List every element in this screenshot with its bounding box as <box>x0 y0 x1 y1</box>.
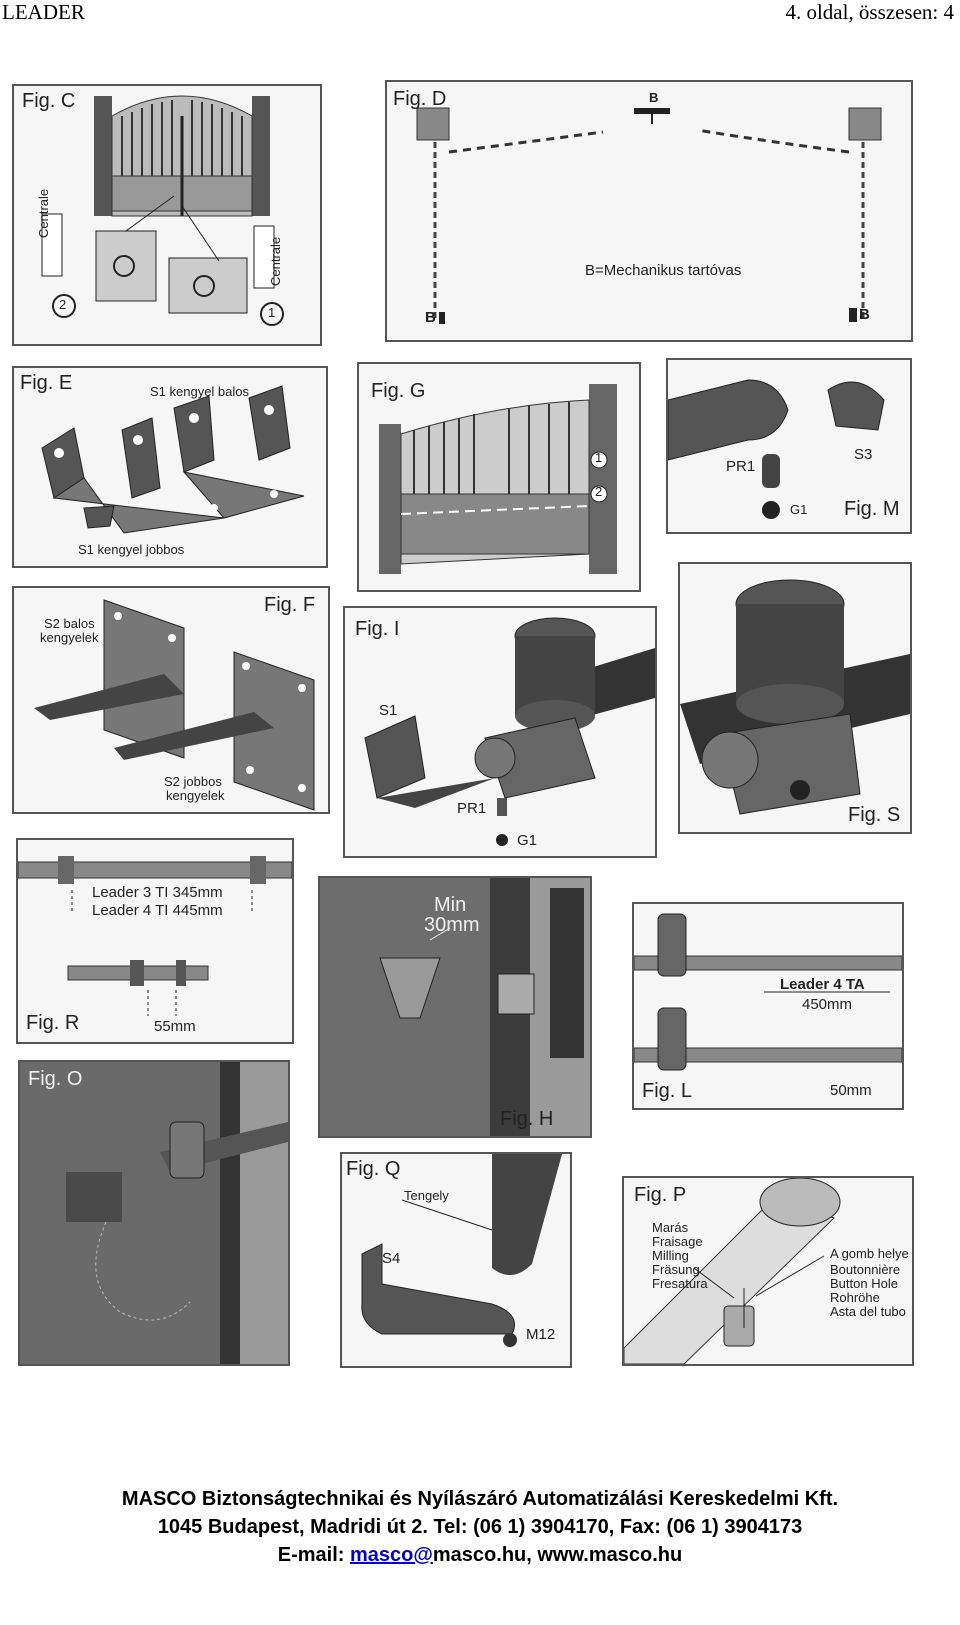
fig-q-panel: Fig. Q Tengely S4 M12 <box>340 1152 572 1368</box>
footer-address: 1045 Budapest, Madridi út 2. Tel: (06 1)… <box>157 1516 803 1538</box>
fig-d-b-left: B <box>425 309 436 326</box>
fig-c-centrale-left: Centrale <box>36 188 51 238</box>
fig-p-left-4: Fresatura <box>652 1276 708 1291</box>
fig-f-title: Fig. F <box>264 594 316 616</box>
footer-email-prefix: E-mail: <box>277 1544 351 1566</box>
fig-q-title: Fig. Q <box>346 1158 401 1180</box>
fig-f-illustration <box>34 599 315 811</box>
fig-q-m12: M12 <box>526 1326 556 1343</box>
fig-m-title: Fig. M <box>844 498 900 520</box>
fig-r-panel: Leader 3 TI 345mm Leader 4 TI 445mm Fig.… <box>16 838 294 1044</box>
fig-h-min: Min <box>434 894 467 916</box>
fig-p-title: Fig. P <box>634 1184 687 1206</box>
header-page-indicator: 4. oldal, összesen: 4 <box>785 0 954 24</box>
fig-m-pr1: PR1 <box>726 458 756 475</box>
fig-m-g1: G1 <box>790 502 808 517</box>
fig-p-right-3: Rohröhe <box>830 1290 880 1305</box>
fig-f-s2-jobbos: S2 jobbos <box>164 774 222 789</box>
fig-p-right-0: A gomb helye <box>830 1246 909 1261</box>
fig-d-caption: B=Mechanikus tartóvas <box>585 262 742 279</box>
fig-l-illustration <box>634 913 902 1071</box>
fig-h-title: Fig. H <box>500 1108 554 1130</box>
fig-m-illustration <box>668 379 885 519</box>
footer-company: MASCO Biztonságtechnikai és Nyílászáró A… <box>121 1488 839 1510</box>
fig-i-pr1: PR1 <box>457 800 487 817</box>
footer-email-link[interactable]: masco@ <box>350 1544 433 1566</box>
fig-f-s2-balos: S2 balos <box>44 616 95 631</box>
fig-i-s1: S1 <box>379 702 398 719</box>
fig-g-num-2: 2 <box>595 484 603 499</box>
fig-l-model: Leader 4 TA <box>780 976 865 993</box>
fig-p-left-3: Fräsung <box>652 1262 700 1277</box>
header-left: LEADER <box>2 0 85 24</box>
fig-r-dim: 55mm <box>154 1018 196 1035</box>
fig-d-b-right: B <box>859 306 870 323</box>
fig-p-right-1: Boutonnière <box>830 1262 901 1277</box>
fig-f-s2-balos-sub: kengyelek <box>40 630 99 645</box>
fig-h-min-value: 30mm <box>424 914 480 936</box>
fig-l-length: 450mm <box>802 996 853 1013</box>
fig-g-illustration <box>379 384 617 574</box>
fig-c-num-1: 1 <box>268 305 276 320</box>
fig-e-bottom-label: S1 kengyel jobbos <box>78 542 185 557</box>
fig-p-left-0: Marás <box>652 1220 689 1235</box>
fig-g-panel: Fig. G 1 2 <box>357 362 641 592</box>
fig-e-top-label: S1 kengyel balos <box>150 384 250 399</box>
fig-o-illustration <box>20 1062 288 1364</box>
fig-r-illustration <box>18 856 292 1016</box>
fig-c-panel: Fig. C Centrale Centrale 2 1 <box>12 84 322 346</box>
fig-h-panel: Min 30mm Fig. H <box>318 876 592 1138</box>
fig-l-panel: Leader 4 TA 450mm Fig. L 50mm <box>632 902 904 1110</box>
fig-i-illustration <box>364 617 655 846</box>
fig-g-title: Fig. G <box>371 380 426 402</box>
fig-d-title: Fig. D <box>393 88 447 110</box>
fig-p-right-4: Asta del tubo <box>830 1304 906 1319</box>
fig-f-panel: Fig. F S2 balos kengyelek S2 jobbos keng… <box>12 586 330 814</box>
fig-c-centrale-right: Centrale <box>268 236 283 286</box>
fig-c-illustration <box>41 95 284 326</box>
fig-s-illustration <box>680 579 910 815</box>
fig-f-s2-jobbos-sub: kengyelek <box>166 788 225 803</box>
fig-r-title: Fig. R <box>26 1012 80 1034</box>
fig-m-s3: S3 <box>854 446 873 463</box>
fig-l-dim: 50mm <box>830 1082 872 1099</box>
fig-d-b-top: B <box>649 90 659 105</box>
fig-p-left-2: Milling <box>652 1248 689 1263</box>
fig-r-line1: Leader 3 TI 345mm <box>92 884 223 901</box>
fig-o-panel: Fig. O <box>18 1060 290 1366</box>
footer-email-rest: masco.hu, www.masco.hu <box>432 1544 683 1566</box>
fig-l-title: Fig. L <box>642 1080 693 1102</box>
fig-r-line2: Leader 4 TI 445mm <box>92 902 223 919</box>
fig-p-left-1: Fraisage <box>652 1234 703 1249</box>
fig-p-right-2: Button Hole <box>830 1276 898 1291</box>
fig-q-illustration <box>361 1154 562 1347</box>
fig-d-illustration <box>416 107 882 324</box>
fig-i-title: Fig. I <box>355 618 400 640</box>
fig-q-tengely: Tengely <box>404 1188 449 1203</box>
fig-e-panel: Fig. E S1 kengyel balos S1 kengyel jobbo… <box>12 366 328 568</box>
fig-q-s4: S4 <box>382 1250 401 1267</box>
fig-c-title: Fig. C <box>22 90 76 112</box>
fig-d-panel: Fig. D B B B B=Mechanikus tartóvas <box>385 80 913 342</box>
fig-p-panel: Fig. P Marás Fraisage Milling Fräsung Fr… <box>622 1176 914 1366</box>
fig-e-title: Fig. E <box>20 372 73 394</box>
fig-o-title: Fig. O <box>28 1068 83 1090</box>
fig-c-num-2: 2 <box>59 297 67 312</box>
fig-i-g1: G1 <box>517 832 538 849</box>
fig-m-panel: PR1 S3 G1 Fig. M <box>666 358 912 534</box>
fig-s-title: Fig. S <box>848 804 901 826</box>
fig-i-panel: Fig. I S1 PR1 G1 <box>343 606 657 858</box>
fig-p-illustration <box>624 1178 841 1364</box>
fig-s-panel: Fig. S <box>678 562 912 834</box>
fig-g-num-1: 1 <box>595 450 603 465</box>
fig-h-illustration <box>320 878 590 1136</box>
footer-contact: E-mail: masco@masco.hu, www.masco.hu <box>0 1544 960 1567</box>
fig-e-illustration <box>41 385 305 534</box>
